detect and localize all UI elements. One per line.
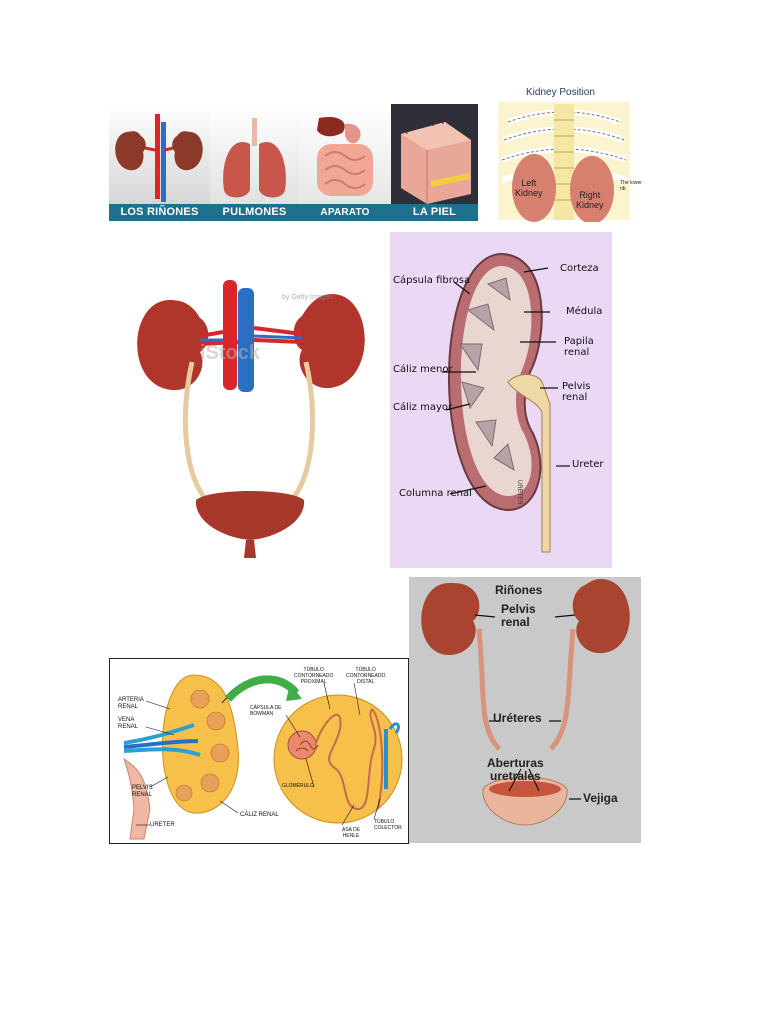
label-capsula-fibrosa: Cápsula fibrosa [393, 275, 471, 286]
label-pelvis-renal-system: Pelvis renal [501, 602, 536, 629]
kidneys-illustration [115, 114, 203, 202]
getty-credit: by Getty Images [282, 294, 333, 301]
nephron-figure: ARTERIA RENAL VENA RENAL PELVIS RENAL UR… [109, 658, 409, 844]
organ-label-digestive: APARATO DIGESTIVO [299, 204, 391, 221]
label-ureter-nephron: URETER [150, 822, 175, 828]
organ-tile-lungs: PULMONES [210, 104, 299, 221]
kidney-position-illustration [498, 102, 630, 222]
label-tubulo-distal: TÚBULO CONTORNEADO DISTAL [346, 667, 386, 685]
label-pelvis-renal: Pelvis renal [562, 381, 591, 403]
organ-tile-digestive: APARATO DIGESTIVO [299, 104, 391, 221]
label-tubulo-proximal: TÚBULO CONTORNEADO PROXIMAL [294, 667, 334, 685]
label-columna-renal: Columna renal [399, 488, 472, 499]
nephron-illustration [123, 674, 403, 840]
lungs-illustration [223, 118, 286, 198]
urinary-tract-illustration [137, 280, 365, 558]
organ-tile-skin: LA PIEL [391, 104, 478, 221]
urinary-tract-figure: iStock by Getty Images [110, 266, 390, 566]
label-corteza: Corteza [560, 263, 599, 274]
label-caliz-mayor: Cáliz mayor [393, 402, 453, 413]
label-tubulo-colector: TÚBULO COLECTOR [374, 819, 402, 831]
organ-label-lungs: PULMONES [210, 204, 299, 221]
label-glomerulo: GLOMÉRULO [282, 783, 314, 789]
urinary-system-figure: Riñones Pelvis renal Uréteres Aberturas … [409, 577, 641, 843]
right-kidney-label: Right Kidney [576, 190, 604, 210]
label-asa-henle: ASA DE HENLE [342, 827, 361, 839]
istock-watermark: iStock [200, 342, 261, 364]
kidney-section-illustration [442, 252, 570, 553]
label-rinones: Riñones [495, 583, 543, 597]
label-vena-renal: VENA RENAL [118, 717, 139, 730]
kidney-position-figure: Kidney Position Left Kidney Right Kidney… [488, 84, 642, 222]
label-ureter-vertical: URETER [516, 480, 522, 505]
label-medula: Médula [566, 306, 603, 317]
label-capsula-bowman: CÁPSULA DE BOWMAN [250, 705, 282, 717]
label-caliz-menor: Cáliz menor [393, 364, 453, 375]
organ-tile-kidneys: LOS RIÑONES [109, 104, 210, 221]
lower-rib-note: The lower rib [620, 180, 642, 192]
label-pelvis-renal-nephron: PELVIS RENAL [132, 785, 153, 798]
skin-illustration [401, 113, 471, 204]
label-aberturas-uretrales: Aberturas uretrales [487, 756, 544, 783]
organ-label-skin: LA PIEL [391, 204, 478, 221]
label-ureter: Ureter [572, 459, 604, 470]
organ-label-kidneys: LOS RIÑONES [109, 204, 210, 221]
label-ureteres: Uréteres [493, 711, 542, 725]
left-kidney-label: Left Kidney [515, 178, 543, 198]
label-papila-renal: Papila renal [564, 336, 594, 358]
label-arteria-renal: ARTERIA RENAL [118, 697, 144, 710]
label-caliz-renal: CÁLIZ RENAL [240, 812, 279, 818]
kidney-position-title: Kidney Position [526, 87, 595, 98]
digestive-illustration [317, 116, 373, 196]
urinary-system-illustration [421, 579, 630, 826]
kidney-section-figure: Cápsula fibrosa Corteza Médula Papila re… [390, 232, 612, 568]
label-vejiga: Vejiga [583, 791, 618, 805]
